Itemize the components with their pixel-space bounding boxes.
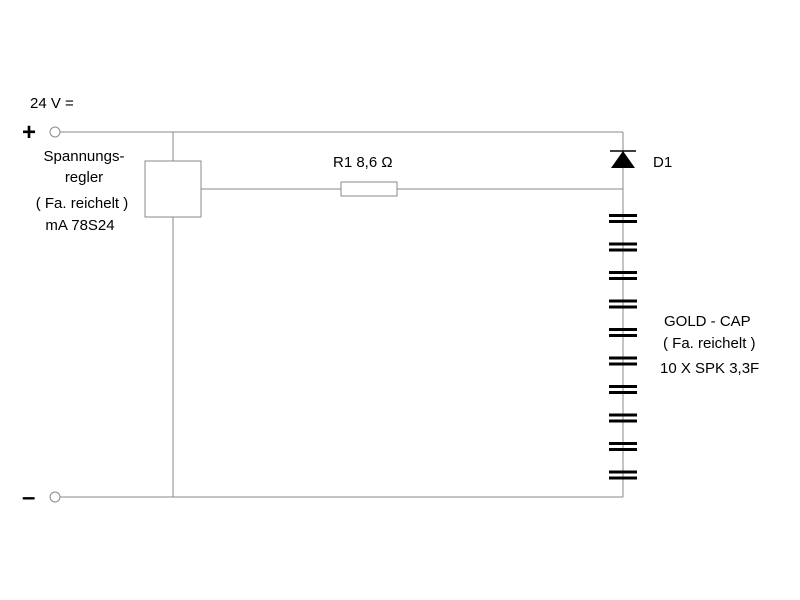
capacitor-plate-top	[609, 470, 637, 474]
capacitor-plate-bottom	[609, 419, 637, 423]
capacitor-plate-top	[609, 242, 637, 246]
capacitor-plate-bottom	[609, 305, 637, 309]
capacitor-plate-top	[609, 385, 637, 388]
voltage-regulator	[144, 160, 202, 218]
resistor-r1	[340, 181, 398, 197]
capacitor-plate-top	[609, 356, 637, 360]
capacitor-plate-bottom	[609, 277, 637, 280]
capacitor-plate-bottom	[609, 334, 637, 337]
capacitor-plate-bottom	[609, 362, 637, 366]
gold-cap-stack	[609, 214, 637, 480]
capacitor-plate-top	[609, 299, 637, 303]
capacitor-plate-top	[609, 328, 637, 331]
gold-cap-capacitor	[609, 214, 637, 223]
capacitor-plate-bottom	[609, 220, 637, 223]
capacitor-plate-bottom	[609, 476, 637, 480]
regulator-label-line-1: Spannungs-	[44, 148, 125, 165]
gold-cap-capacitor	[609, 442, 637, 451]
supply-voltage-label: 24 V =	[30, 95, 74, 112]
regulator-label-line-3: ( Fa. reichelt )	[36, 195, 129, 212]
capacitor-label-line-3: 10 X SPK 3,3F	[660, 360, 759, 377]
gold-cap-capacitor	[609, 299, 637, 309]
capacitor-plate-top	[609, 413, 637, 417]
gold-cap-capacitor	[609, 356, 637, 366]
diode-d1	[610, 150, 636, 168]
diode-label: D1	[653, 154, 672, 171]
capacitor-plate-bottom	[609, 448, 637, 451]
gold-cap-capacitor	[609, 271, 637, 280]
capacitor-plate-top	[609, 442, 637, 445]
capacitor-label-line-1: GOLD - CAP	[664, 313, 751, 330]
regulator-label-line-4: mA 78S24	[45, 217, 114, 234]
minus-sign: –	[22, 484, 35, 511]
capacitor-label-line-2: ( Fa. reichelt )	[663, 335, 756, 352]
gold-cap-capacitor	[609, 242, 637, 252]
capacitor-plate-top	[609, 271, 637, 274]
resistor-label: R1 8,6 Ω	[333, 154, 393, 171]
regulator-label-line-2: regler	[65, 169, 103, 186]
capacitor-plate-bottom	[609, 248, 637, 252]
capacitor-plate-top	[609, 214, 637, 217]
gold-cap-capacitor	[609, 470, 637, 480]
plus-terminal	[49, 126, 61, 138]
minus-terminal	[49, 491, 61, 503]
diode-triangle	[611, 151, 635, 168]
capacitor-plate-bottom	[609, 391, 637, 394]
gold-cap-capacitor	[609, 385, 637, 394]
gold-cap-capacitor	[609, 328, 637, 337]
gold-cap-capacitor	[609, 413, 637, 423]
plus-sign: +	[22, 119, 36, 146]
